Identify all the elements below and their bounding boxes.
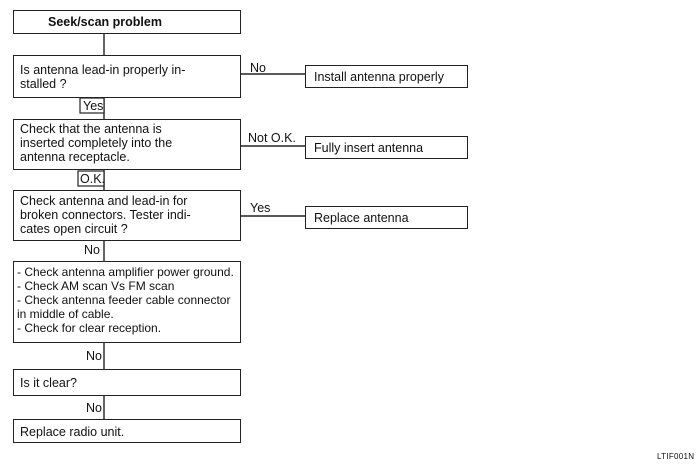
final-replace-radio: Replace radio unit.	[13, 419, 241, 443]
label-q2-ok: O.K.	[80, 172, 106, 186]
label-q2-not-ok: Not O.K.	[248, 131, 296, 145]
label-q1-no: No	[250, 61, 266, 75]
label-box-yes	[79, 97, 105, 114]
check-antenna-inserted: Check that the antenna is inserted compl…	[13, 119, 241, 170]
question-is-clear: Is it clear?	[13, 369, 241, 396]
checks-list-text: - Check antenna amplifier power ground. …	[17, 265, 234, 335]
action-fully-insert: Fully insert antenna	[305, 136, 468, 159]
action-fully-insert-text: Fully insert antenna	[314, 141, 424, 155]
label-checks-no: No	[86, 349, 102, 363]
action-install-antenna: Install antenna properly	[305, 65, 468, 88]
action-replace-antenna-text: Replace antenna	[314, 211, 409, 225]
final-replace-radio-text: Replace radio unit.	[20, 425, 125, 439]
checks-list-box: - Check antenna amplifier power ground. …	[13, 261, 241, 343]
label-box-ok	[77, 170, 105, 187]
label-q4-no: No	[86, 401, 102, 415]
action-install-antenna-text: Install antenna properly	[314, 70, 444, 84]
question-antenna-installed-text: Is antenna lead-in properly in- stalled …	[20, 63, 186, 91]
question-antenna-installed: Is antenna lead-in properly in- stalled …	[13, 55, 241, 98]
title-text: Seek/scan problem	[48, 15, 162, 29]
check-broken-connectors-text: Check antenna and lead-in for broken con…	[20, 194, 191, 236]
action-replace-antenna: Replace antenna	[305, 206, 468, 229]
label-q3-no: No	[84, 243, 100, 257]
label-q1-yes: Yes	[83, 99, 104, 113]
check-antenna-inserted-text: Check that the antenna is inserted compl…	[20, 122, 173, 164]
figure-code: LTIF001N	[657, 452, 695, 461]
label-q3-yes: Yes	[250, 201, 271, 215]
check-broken-connectors: Check antenna and lead-in for broken con…	[13, 190, 241, 241]
title-box: Seek/scan problem	[13, 10, 241, 34]
question-is-clear-text: Is it clear?	[20, 376, 77, 390]
